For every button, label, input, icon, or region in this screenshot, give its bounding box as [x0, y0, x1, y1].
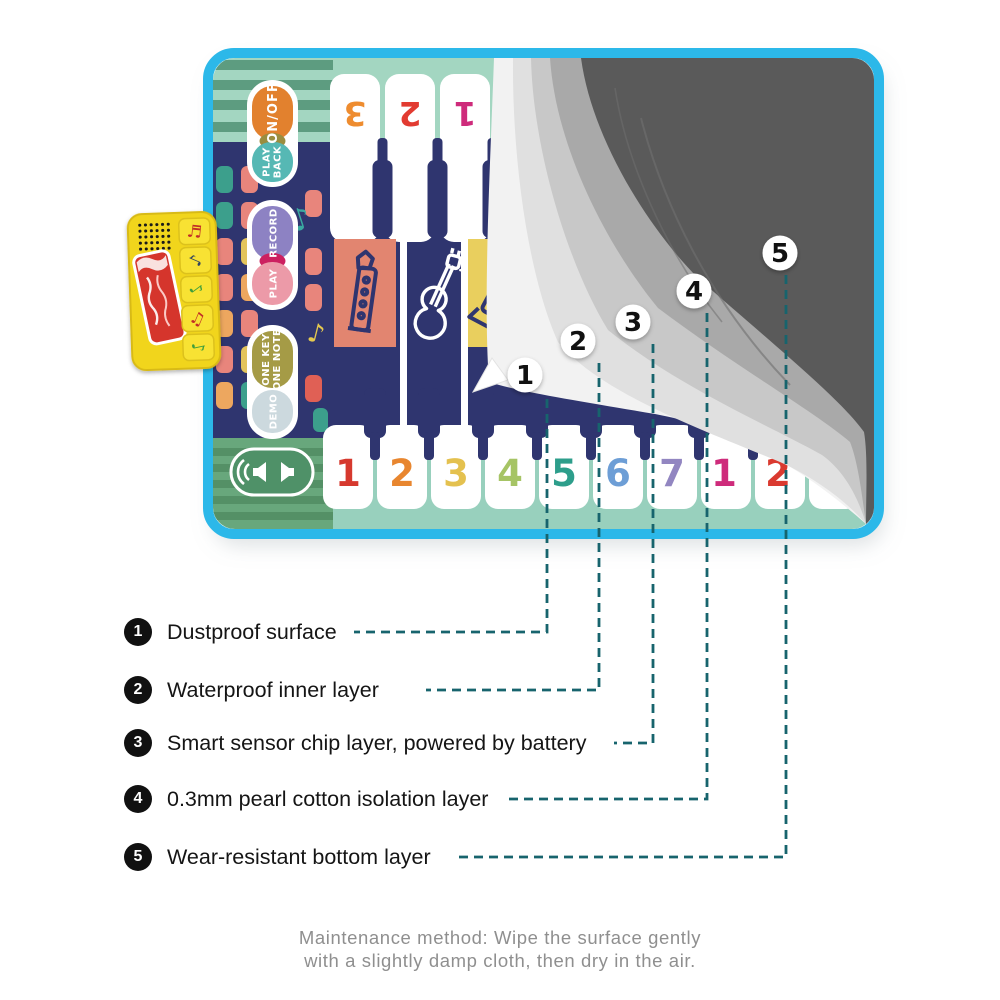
one-key-one-note-label: ONE KEY ONE NOTE	[261, 329, 283, 391]
legend-item-5: 5 Wear-resistant bottom layer	[124, 842, 431, 872]
legend-label: 0.3mm pearl cotton isolation layer	[167, 786, 489, 811]
key-label: 1	[335, 452, 361, 495]
callout-connectors	[354, 275, 788, 859]
play-back-button	[252, 142, 293, 182]
key-label: 7	[659, 452, 685, 495]
peel-flap-tip	[471, 357, 509, 393]
maintenance-note: Maintenance method: Wipe the surface gen…	[0, 926, 1000, 972]
legend-label: Smart sensor chip layer, powered by batt…	[167, 730, 587, 755]
legend-number-badge: 3	[124, 729, 152, 757]
speaker-icon	[236, 458, 294, 486]
note-button-icon: ♫	[186, 307, 208, 331]
sound-buttons: ♬ ♪ ♪ ♫ ♪	[177, 217, 215, 362]
legend-label: Dustproof surface	[167, 619, 337, 644]
sound-module: ♬ ♪ ♪ ♫ ♪	[126, 211, 222, 372]
maintenance-line-1: Maintenance method: Wipe the surface gen…	[298, 927, 702, 948]
connector-4	[506, 313, 709, 801]
key-label: 4	[497, 452, 523, 495]
top-key-label: 3	[344, 94, 367, 133]
legend-number-badge: 5	[124, 843, 152, 871]
key-label: 2	[389, 452, 415, 495]
key-label: 1	[711, 452, 737, 495]
top-key-label: 2	[399, 94, 422, 133]
svg-text:ONE NOTE: ONE NOTE	[272, 329, 283, 391]
callout-number: 1	[516, 361, 534, 391]
one-key-one-note-button	[252, 331, 293, 388]
callout-4: 4	[676, 273, 712, 309]
connector-2	[426, 363, 601, 692]
record-button	[252, 206, 293, 260]
legend-item-1: 1 Dustproof surface	[124, 617, 337, 647]
maintenance-line-2: with a slightly damp cloth, then dry in …	[304, 950, 696, 971]
music-note-icon: ♫	[451, 254, 468, 274]
svg-text:PLAY: PLAY	[262, 147, 273, 177]
music-note-icon: ♪	[304, 318, 327, 351]
connector-5	[456, 275, 788, 859]
callout-5: 5	[762, 235, 798, 271]
play-button	[252, 262, 293, 305]
layer-5-bottom	[581, 58, 874, 529]
callout-number: 5	[771, 239, 789, 269]
legend-item-2: 2 Waterproof inner layer	[124, 675, 379, 705]
note-button-icon: ♪	[187, 340, 209, 355]
legend-number-badge: 4	[124, 785, 152, 813]
label-sticker	[132, 249, 187, 346]
callout-circles: 1 2 3 4 5	[507, 235, 798, 393]
connector-3	[614, 344, 655, 745]
key-label: 3	[443, 452, 469, 495]
callout-number: 4	[685, 277, 703, 307]
callout-number: 2	[569, 327, 587, 357]
connector-1	[354, 399, 549, 634]
legend-label: Waterproof inner layer	[167, 677, 379, 702]
mat-artwork: 3 2 1	[213, 58, 874, 529]
legend-label: Wear-resistant bottom layer	[167, 844, 431, 869]
svg-text:BACK: BACK	[273, 145, 284, 178]
play-back-label: PLAY BACK	[262, 145, 284, 178]
play-label: PLAY	[269, 268, 280, 298]
record-label: RECORD	[269, 208, 280, 257]
speaker-pill	[229, 447, 315, 497]
demo-button	[252, 390, 293, 433]
on-off-label: ON/OFF	[266, 82, 281, 144]
speaker-grille	[138, 222, 175, 251]
top-key-label: 1	[454, 94, 477, 133]
callout-3: 3	[615, 304, 651, 340]
recorder-icon	[347, 249, 378, 334]
key-label: 6	[605, 452, 631, 495]
callout-2: 2	[560, 323, 596, 359]
note-button-icon: ♬	[186, 222, 203, 243]
key-label: 5	[551, 452, 577, 495]
top-black-keys	[372, 138, 503, 238]
on-off-button	[252, 86, 293, 140]
callout-1: 1	[507, 357, 543, 393]
guitar-icon	[413, 247, 462, 340]
legend-item-4: 4 0.3mm pearl cotton isolation layer	[124, 784, 488, 814]
control-capsules: ON/OFF PLAY BACK RECORD PLAY ONE KEY ONE…	[247, 80, 298, 439]
demo-label: DEMO	[269, 394, 280, 430]
legend-number-badge: 2	[124, 676, 152, 704]
svg-text:ONE KEY: ONE KEY	[261, 333, 272, 386]
callout-number: 3	[624, 308, 642, 338]
legend-number-badge: 1	[124, 618, 152, 646]
legend-item-3: 3 Smart sensor chip layer, powered by ba…	[124, 728, 586, 758]
